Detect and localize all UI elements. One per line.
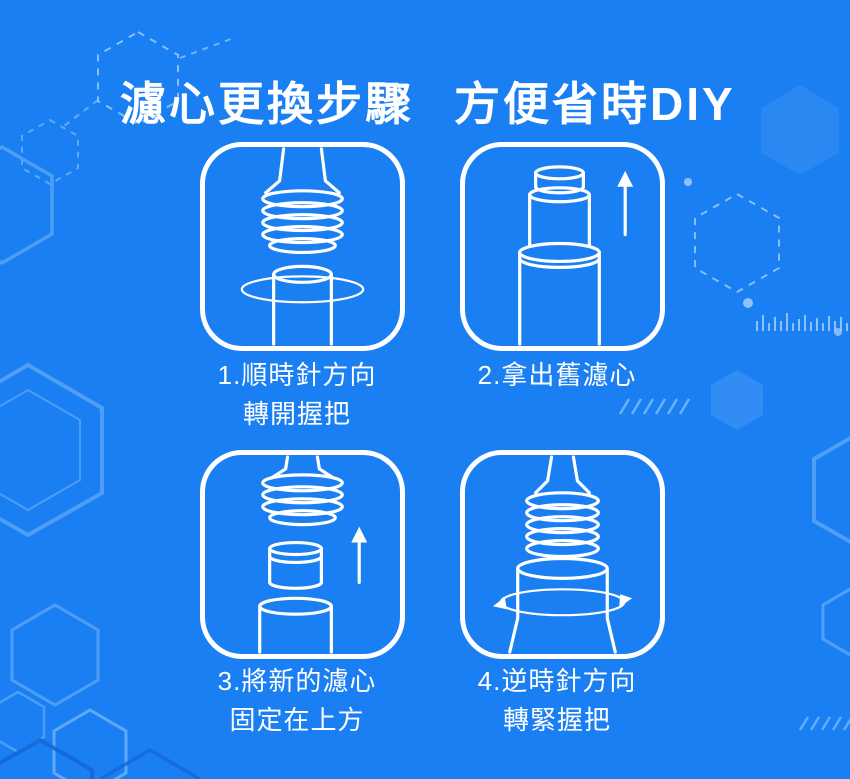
step-1-caption: 1.順時針方向 轉開握把 <box>175 356 419 434</box>
slash-marks-icon <box>618 398 691 415</box>
step-4-card <box>460 450 665 659</box>
handle-with-threads-icon <box>261 455 344 527</box>
dot-icon <box>684 178 692 186</box>
slash-marks-icon <box>798 716 850 731</box>
rotation-arrow-icon <box>240 275 365 304</box>
hexagon-outline-icon <box>0 690 46 754</box>
pipe-icon <box>508 556 617 654</box>
caption-line: 4.逆時針方向 <box>477 666 637 696</box>
rotation-arrow-icon <box>492 588 633 617</box>
step-2-caption: 2.拿出舊濾心 <box>435 356 679 395</box>
dashed-connector-line <box>179 36 237 59</box>
hexagon-outline-icon <box>0 388 81 512</box>
caption-line: 轉緊握把 <box>502 705 611 735</box>
caption-line: 轉開握把 <box>242 399 351 429</box>
dot-icon <box>743 298 753 308</box>
hexagon-outline-icon <box>52 708 128 779</box>
handle-with-threads-icon <box>261 147 344 255</box>
step-2-illustration <box>518 165 634 346</box>
step-4-illustration <box>492 455 633 654</box>
dashed-connector-line <box>63 99 99 127</box>
up-arrow-icon <box>617 170 634 237</box>
dashed-hexagon-icon <box>694 192 780 294</box>
filter-cartridge-icon <box>528 165 591 247</box>
handle-with-threads-icon <box>525 455 600 559</box>
step-3-caption: 3.將新的濾心 固定在上方 <box>175 662 419 740</box>
up-arrow-icon <box>351 526 368 584</box>
step-4-caption: 4.逆時針方向 轉緊握把 <box>435 662 679 740</box>
step-2-card <box>460 142 665 351</box>
hexagon-outline-icon <box>0 362 104 538</box>
step-3-illustration <box>258 455 368 654</box>
title-left: 濾心更換步驟 <box>120 77 414 130</box>
hexagon-outline-icon <box>10 603 100 707</box>
pipe-icon <box>272 264 333 346</box>
caption-line: 1.順時針方向 <box>217 360 377 390</box>
hexagon-filled-icon <box>761 85 839 175</box>
step-3-card <box>200 450 405 659</box>
pipe-icon <box>258 596 333 654</box>
step-1-illustration <box>240 147 365 346</box>
hexagon-outline-dark-icon <box>0 737 94 779</box>
ruler-ticks-icon <box>756 313 848 331</box>
dot-icon <box>834 328 842 336</box>
hexagon-outline-icon <box>0 144 54 266</box>
caption-line: 3.將新的濾心 <box>217 666 377 696</box>
hexagon-outline-icon <box>821 587 850 657</box>
title-right: 方便省時DIY <box>454 77 736 130</box>
new-filter-cartridge-icon <box>268 540 323 590</box>
caption-line: 2.拿出舊濾心 <box>477 360 637 390</box>
hexagon-outline-dark-icon <box>100 747 200 779</box>
step-1-card <box>200 142 405 351</box>
hexagon-outline-icon <box>812 436 850 544</box>
pipe-icon <box>518 241 601 346</box>
page-title: 濾心更換步驟方便省時DIY <box>120 79 736 130</box>
hexagon-filled-icon <box>711 370 763 430</box>
caption-line: 固定在上方 <box>229 705 365 735</box>
dashed-hexagon-icon <box>21 118 79 186</box>
